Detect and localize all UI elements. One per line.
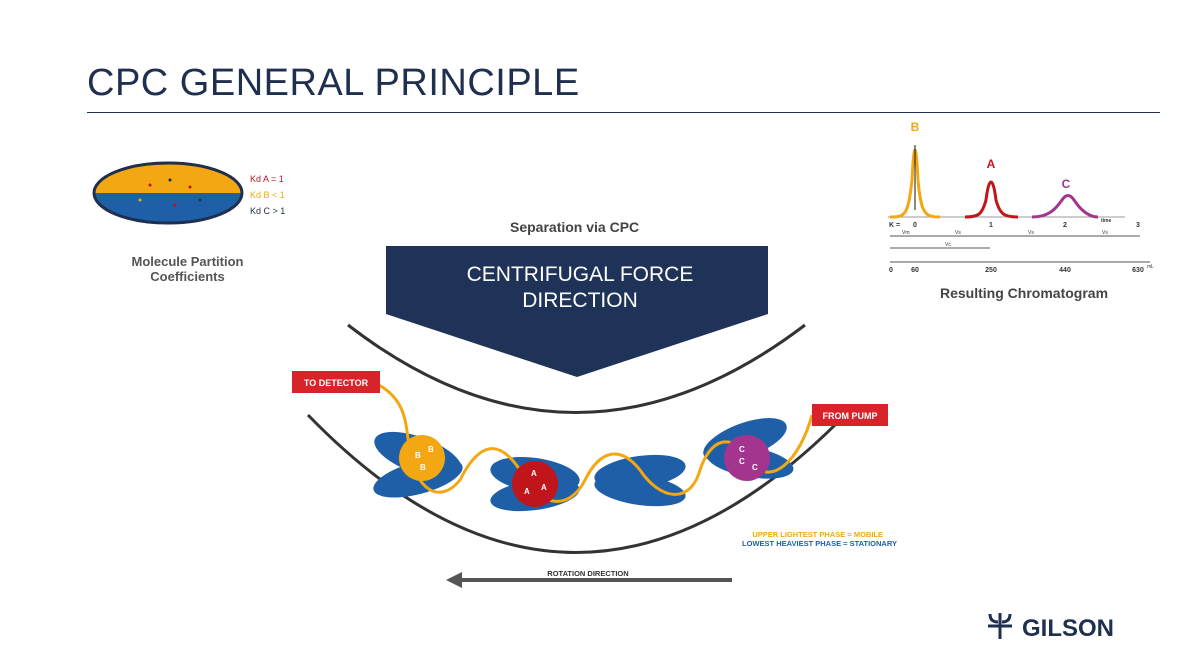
cell-3b: [594, 473, 686, 507]
v-label-vs2: Vs: [1028, 230, 1034, 236]
separation-label: Separation via CPC: [510, 219, 640, 235]
kd-a-label: Kd A = 1: [250, 174, 284, 184]
molecule-b-2: B: [428, 445, 434, 454]
lower-phase-label: LOWEST HEAVIEST PHASE = STATIONARY: [742, 539, 897, 548]
centrifugal-force-arrow: CENTRIFUGAL FORCE DIRECTION: [386, 246, 768, 377]
vol-tick-4: 630: [1132, 267, 1144, 274]
rotation-label: ROTATION DIRECTION: [547, 569, 628, 578]
force-line2: DIRECTION: [522, 289, 638, 312]
k-tick-3: 3: [1136, 222, 1140, 229]
peak-a: [964, 180, 1019, 219]
molecule-c-2: C: [739, 457, 745, 466]
vol-unit: mL: [1147, 264, 1154, 270]
k-tick-0: 0: [913, 222, 917, 229]
molecule-c-cluster: C C C: [724, 435, 770, 481]
partition-caption-line2: Coefficients: [150, 269, 225, 284]
chromatogram-caption: Resulting Chromatogram: [940, 285, 1109, 301]
chromatogram: B A C K = 0 1 2 3 time Vm Vs Vs Vs Vc 0 …: [888, 120, 1154, 274]
molecule-c-1: C: [739, 445, 745, 454]
peak-b-label: B: [911, 120, 920, 134]
molecule-a-3: A: [541, 483, 547, 492]
to-detector-label: TO DETECTOR: [304, 378, 369, 388]
v-label-vm: Vm: [902, 230, 910, 236]
peak-c: [1031, 194, 1099, 219]
vol-tick-3: 440: [1059, 267, 1071, 274]
molecule-b-cluster: B B B: [399, 435, 445, 481]
k-tick-2: 2: [1063, 222, 1067, 229]
k-label: K =: [889, 222, 900, 229]
molecule-b-1: B: [415, 451, 421, 460]
from-pump-tag: FROM PUMP: [812, 404, 888, 426]
k-tick-1: 1: [989, 222, 993, 229]
brand-name: GILSON: [1022, 615, 1114, 642]
partition-caption-line1: Molecule Partition: [131, 254, 244, 269]
title-divider: [87, 112, 1160, 113]
molecule-a-1: A: [531, 469, 537, 478]
molecule-b-3: B: [420, 463, 426, 472]
vol-tick-0: 0: [889, 267, 893, 274]
vol-tick-1: 60: [911, 267, 919, 274]
v-label-vs3: Vs: [1102, 230, 1108, 236]
v-label-vs1: Vs: [955, 230, 961, 236]
partition-caption: Molecule Partition Coefficients: [105, 254, 270, 284]
v-label-vc: Vc: [945, 242, 951, 248]
molecule-c-3: C: [752, 463, 758, 472]
gilson-mark-icon: [988, 613, 1012, 639]
slide-title: CPC GENERAL PRINCIPLE: [87, 62, 580, 104]
inner-rotor-arc: [347, 323, 806, 414]
molecule-a-cluster: A A A: [512, 461, 558, 507]
time-label: time: [1101, 218, 1112, 224]
kd-b-label: Kd B < 1: [250, 190, 285, 200]
kd-c-label: Kd C > 1: [250, 206, 286, 216]
to-detector-tag: TO DETECTOR: [292, 371, 380, 393]
partition-ellipse: [92, 161, 244, 225]
force-line1: CENTRIFUGAL FORCE: [467, 263, 694, 286]
peak-c-label: C: [1062, 177, 1071, 191]
vol-tick-2: 250: [985, 267, 997, 274]
peak-a-label: A: [987, 157, 996, 171]
from-pump-label: FROM PUMP: [823, 411, 878, 421]
upper-phase-label: UPPER LIGHTEST PHASE = MOBILE: [752, 530, 883, 539]
rotation-direction-arrow: ROTATION DIRECTION: [446, 569, 732, 588]
gilson-logo: GILSON: [988, 613, 1114, 642]
molecule-a-2: A: [524, 487, 530, 496]
